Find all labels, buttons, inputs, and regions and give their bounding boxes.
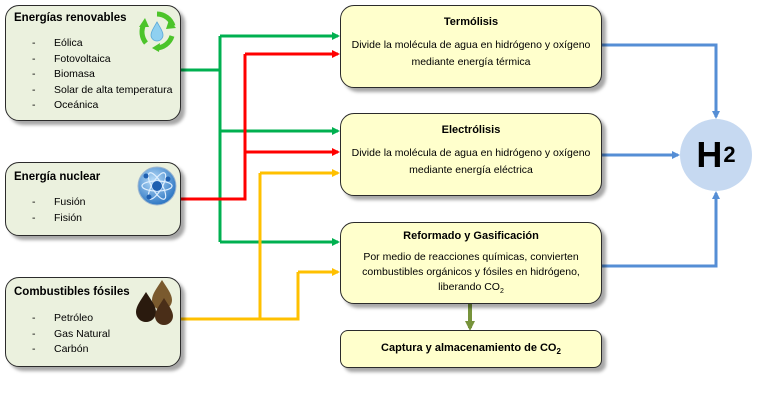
list-item: -Gas Natural	[32, 327, 111, 340]
nuclear-connector	[180, 50, 340, 201]
source-items: -Fusión -Fisión	[32, 195, 86, 226]
source-title: Energías renovables	[14, 12, 127, 24]
fossil-connector	[180, 169, 340, 321]
process-box-termolisis: Termólisis Divide la molécula de agua en…	[340, 5, 602, 88]
process-title: Termólisis	[443, 16, 499, 28]
source-title: Energía nuclear	[14, 171, 101, 183]
capture-box: Captura y almacenamiento de CO2	[340, 330, 602, 368]
list-item: -Carbón	[32, 343, 89, 355]
process-description: Divide la molécula de agua en hidrógeno …	[351, 147, 591, 176]
process-description: Por medio de reacciones químicas, convie…	[362, 251, 580, 296]
source-box-fossil: Combustibles fósiles -Petróleo -Gas Natu…	[5, 277, 181, 367]
source-title: Combustibles fósiles	[14, 286, 130, 298]
source-items: -Petróleo -Gas Natural -Carbón	[32, 311, 110, 358]
recycle-water-drop-icon	[139, 11, 176, 52]
renewables-connector	[180, 32, 340, 246]
source-box-renewables: Energías renovables -Eólica -Fotovoltaic…	[5, 5, 181, 121]
process-box-electrolisis: Electrólisis Divide la molécula de agua …	[340, 113, 602, 196]
capture-title: Captura y almacenamiento de CO2	[381, 341, 561, 357]
list-item: -Fotovoltaica	[32, 52, 111, 65]
atom-icon	[137, 166, 177, 206]
list-item: -Biomasa	[32, 68, 95, 80]
list-item: -Petróleo	[32, 312, 94, 324]
hydrogen-connector	[602, 43, 720, 268]
oil-drops-icon	[136, 280, 173, 325]
source-items: -Eólica -Fotovoltaica -Biomasa -Solar de…	[32, 36, 172, 114]
process-box-reformado: Reformado y Gasificación Por medio de re…	[340, 222, 602, 304]
process-title: Electrólisis	[441, 124, 501, 136]
source-box-nuclear: Energía nuclear -Fusión -Fisión	[5, 162, 181, 236]
list-item: -Fusión	[32, 196, 86, 208]
list-item: -Oceánica	[32, 99, 99, 111]
list-item: -Eólica	[32, 37, 83, 49]
list-item: -Solar de alta temperatura	[32, 83, 173, 96]
list-item: -Fisión	[32, 211, 83, 224]
process-title: Reformado y Gasificación	[403, 230, 539, 242]
process-description: Divide la molécula de agua en hidrógeno …	[351, 39, 591, 68]
